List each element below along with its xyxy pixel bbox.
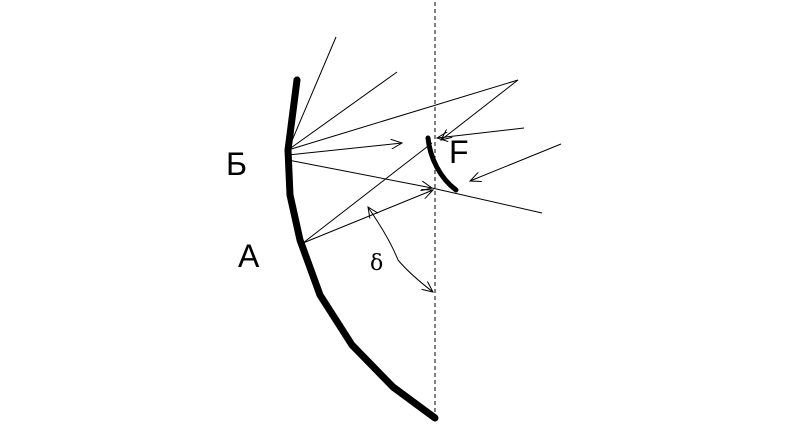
label-angle-delta: δ	[370, 251, 383, 276]
incident-ray-secondary-bottom	[470, 143, 562, 181]
incident-ray-b-1	[287, 36, 337, 151]
secondary-mirror	[425, 135, 459, 193]
ray-a-upper	[302, 142, 433, 244]
reflected-ray-b-extension	[431, 187, 543, 214]
label-focus: F	[449, 134, 469, 170]
angle-delta-arc-lower	[397, 259, 433, 292]
reflected-ray-b-to-focus	[287, 159, 432, 188]
ray-a-to-focus	[302, 190, 433, 244]
incident-ray-b-2	[287, 71, 398, 151]
reflected-ray-b-to-secondary	[287, 143, 402, 156]
angle-delta-arc	[368, 207, 399, 261]
primary-mirror	[284, 76, 439, 422]
incident-ray-b-3	[287, 79, 519, 151]
incident-ray-secondary-middle	[441, 79, 519, 140]
label-point-a: А	[238, 238, 260, 274]
label-point-b: Б	[226, 146, 247, 182]
